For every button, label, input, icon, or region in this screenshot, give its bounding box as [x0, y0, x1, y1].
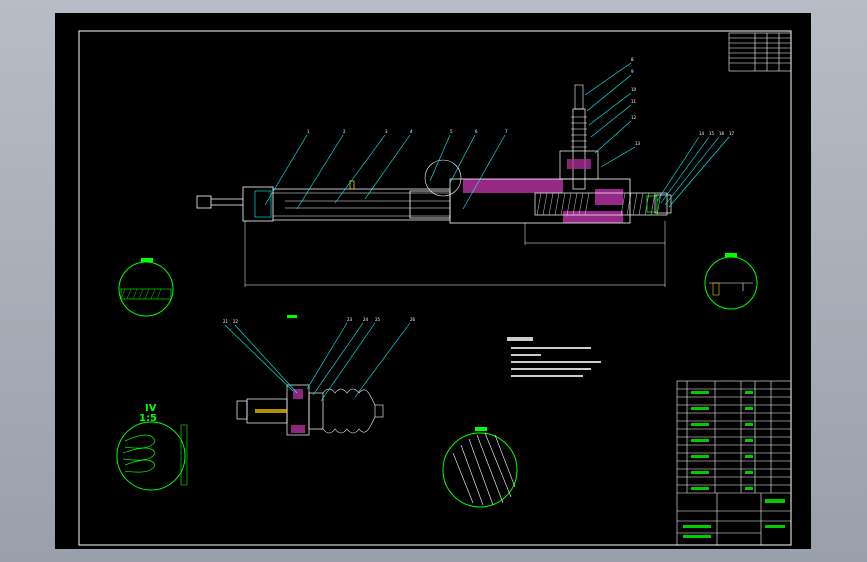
svg-text:11: 11 [631, 99, 637, 104]
callout-leaders-main [264, 62, 730, 210]
svg-text:22: 22 [233, 319, 239, 324]
bom-table [676, 380, 792, 546]
svg-text:1: 1 [307, 129, 310, 134]
svg-text:21: 21 [223, 319, 229, 324]
svg-text:7: 7 [505, 129, 508, 134]
svg-text:25: 25 [375, 317, 381, 322]
detail-circle-a [118, 261, 174, 317]
svg-text:6: 6 [475, 129, 478, 134]
svg-text:17: 17 [729, 131, 735, 136]
partial-section-view [236, 384, 384, 436]
technical-notes [507, 337, 601, 377]
svg-text:12: 12 [631, 115, 637, 120]
svg-text:4: 4 [410, 129, 413, 134]
svg-text:23: 23 [347, 317, 353, 322]
detail-scale-numeral: IV [145, 403, 157, 414]
bom-entries [683, 391, 785, 538]
revision-table [728, 32, 792, 72]
svg-text:5: 5 [450, 129, 453, 134]
svg-text:2: 2 [343, 129, 346, 134]
detail-circle-d [442, 432, 518, 508]
svg-text:10: 10 [631, 87, 637, 92]
svg-text:13: 13 [635, 141, 641, 146]
svg-text:14: 14 [699, 131, 705, 136]
svg-text:16: 16 [719, 131, 725, 136]
main-section-view [196, 84, 672, 287]
svg-text:24: 24 [363, 317, 369, 322]
detail-circle-c [116, 421, 188, 491]
detail-scale-ratio: 1:5 [139, 413, 157, 424]
callout-leaders-partial [224, 322, 411, 402]
drawing-frame-outer [78, 30, 792, 546]
svg-text:3: 3 [385, 129, 388, 134]
callout-labels-partial: 21 22 23 24 25 26 [223, 317, 416, 324]
svg-text:8: 8 [631, 57, 634, 62]
section-marker-marks [141, 253, 737, 431]
detail-circle-b [704, 256, 758, 310]
svg-text:26: 26 [410, 317, 416, 322]
svg-text:9: 9 [631, 69, 634, 74]
svg-text:15: 15 [709, 131, 715, 136]
detail-scale-label: IV 1:5 [139, 403, 157, 424]
